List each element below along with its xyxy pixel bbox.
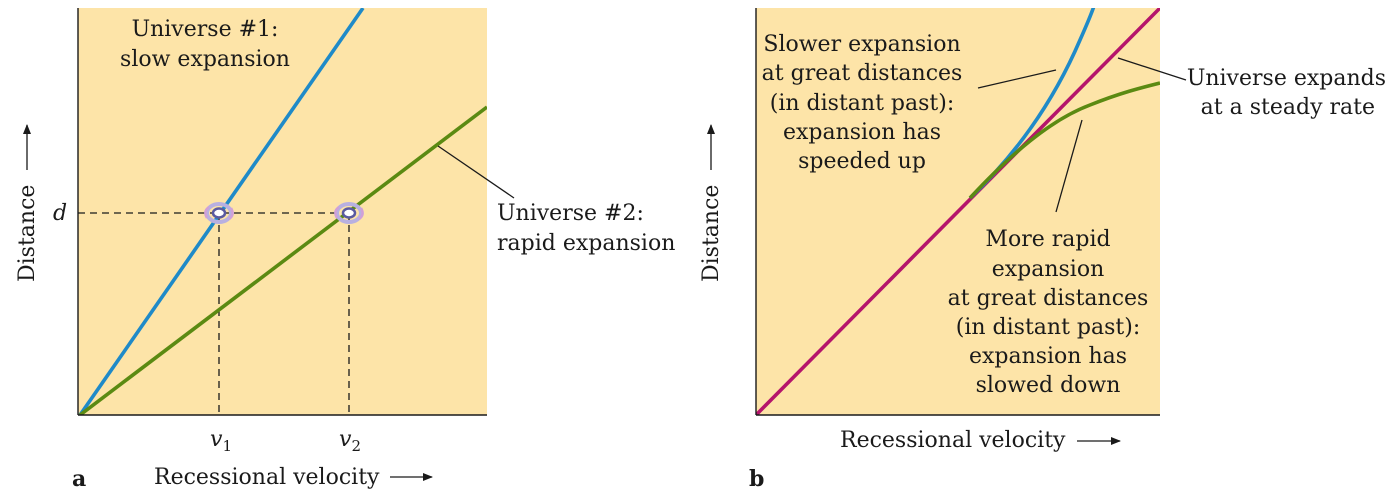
rapid-line-6: slowed down xyxy=(976,373,1121,398)
universe2-label-line1: Universe #2: xyxy=(497,201,644,226)
steady-rate-label: Universe expands at a steady rate xyxy=(1187,66,1386,120)
panel-a-y-axis-label: Distance xyxy=(15,185,40,282)
slower-line-3: (in distant past): xyxy=(770,91,954,116)
slower-line-1: Slower expansion xyxy=(763,32,960,57)
galaxy-icon xyxy=(204,202,234,224)
panel-b-y-axis-label: Distance xyxy=(699,185,724,282)
slowed-down-curve xyxy=(968,81,1160,200)
steady-line-2: at a steady rate xyxy=(1201,95,1375,120)
universe1-label-line1: Universe #1: xyxy=(132,17,279,42)
slower-line-4: expansion has xyxy=(783,120,941,145)
galaxy-icon xyxy=(334,202,364,224)
panel-a-y-axis-label-group: Distance xyxy=(15,124,40,282)
panel-a-x-axis-label: Recessional velocity xyxy=(154,465,380,490)
panel-b-y-axis-label-group: Distance xyxy=(699,124,724,282)
rapid-line-2: expansion xyxy=(992,257,1105,282)
rapid-line-3: at great distances xyxy=(948,286,1149,311)
universe2-leader xyxy=(437,145,515,199)
rapid-line-1: More rapid xyxy=(985,227,1110,252)
slower-line-2: at great distances xyxy=(762,61,963,86)
d-tick-label: d xyxy=(53,201,67,226)
universe2-label-line2: rapid expansion xyxy=(497,231,675,256)
v1-tick-label: v1 xyxy=(210,427,232,455)
panel-b-tag: b xyxy=(749,466,764,492)
rapid-expansion-label: More rapid expansion at great distances … xyxy=(948,227,1149,398)
universe1-label-line2: slow expansion xyxy=(120,47,290,72)
panel-a-background xyxy=(78,8,487,415)
rapid-line-4: (in distant past): xyxy=(956,315,1140,340)
v2-tick-label: v2 xyxy=(339,427,361,455)
steady-line-1: Universe expands xyxy=(1187,66,1386,91)
steady-leader xyxy=(1117,57,1187,81)
slower-leader xyxy=(977,69,1057,89)
panel-a-tag: a xyxy=(72,466,86,492)
universe2-rapid-line xyxy=(78,105,487,415)
slower-line-5: speeded up xyxy=(798,149,926,174)
panel-b: Slower expansion at great distances (in … xyxy=(699,8,1386,492)
slower-expansion-label: Slower expansion at great distances (in … xyxy=(762,32,963,174)
rapid-leader xyxy=(1055,119,1083,213)
panel-b-x-axis-label: Recessional velocity xyxy=(840,428,1066,453)
panel-a: Universe #1: slow expansion Universe #2:… xyxy=(15,8,675,492)
rapid-line-5: expansion has xyxy=(969,344,1127,369)
steady-rate-line xyxy=(756,8,1160,415)
